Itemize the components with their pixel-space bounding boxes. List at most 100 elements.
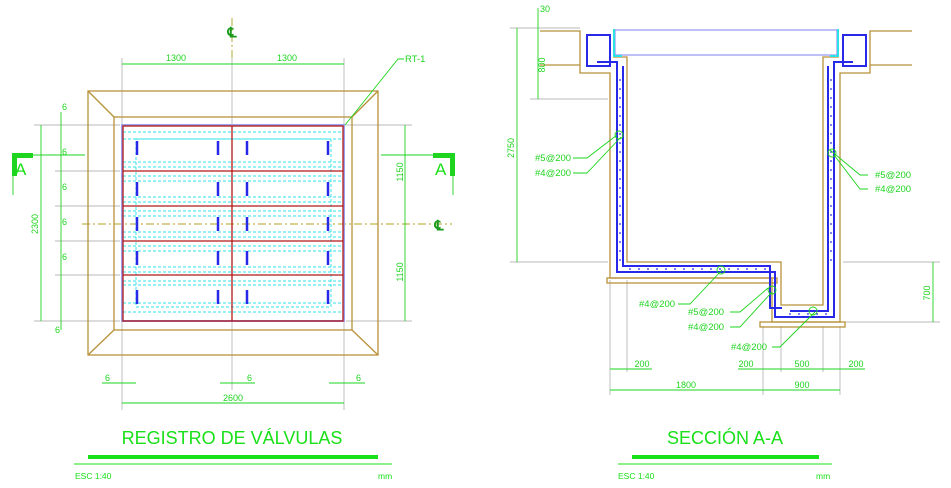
rebar-dot <box>619 142 621 144</box>
concrete-section <box>540 30 912 328</box>
rebar-dot <box>619 160 621 162</box>
dim-2300: 2300 <box>30 214 40 234</box>
rebar <box>586 34 867 318</box>
dim-1800: 1800 <box>676 380 696 390</box>
rebar-dot <box>619 232 621 234</box>
section-marker-left: A <box>12 153 85 195</box>
rebar-dot <box>798 313 800 315</box>
plan-view: 1300 1300 6 6 6 2600 2300 6 6 6 6 6 6 11… <box>12 18 455 481</box>
section-mark-a: A <box>435 160 447 179</box>
rebar-callouts: #5@200 #4@200 #5@200 #4@200 #4@200 #5@20… <box>535 130 911 353</box>
centerline-symbol: ℄ <box>434 217 445 233</box>
rebar-dot <box>764 268 766 270</box>
rebar-dot <box>619 79 621 81</box>
rebar-dot <box>619 250 621 252</box>
tag-label: RT-1 <box>405 54 425 65</box>
grate-lid <box>613 29 839 57</box>
rebar-dot <box>619 241 621 243</box>
rebar-dot <box>789 313 791 315</box>
rebar-dot <box>830 259 832 261</box>
rebar-label: #5@200 <box>875 170 911 181</box>
rebar-dot <box>807 313 809 315</box>
title-underline <box>632 455 819 459</box>
rebar-dot <box>619 124 621 126</box>
dimension-bottom: 6 6 6 2600 <box>102 373 365 404</box>
dimension-bottom: 200 200 500 200 1800 900 <box>610 359 865 391</box>
rebar-dot <box>830 169 832 171</box>
dim-6: 6 <box>62 102 67 112</box>
tag-rt1: RT-1 <box>344 54 425 126</box>
dim-700: 700 <box>922 285 932 300</box>
dim-800: 800 <box>537 57 547 72</box>
rebar-dot <box>619 178 621 180</box>
rebar-dot <box>830 187 832 189</box>
dim-1300-right: 1300 <box>277 53 297 63</box>
dim-2750: 2750 <box>506 138 516 158</box>
rebar-dot <box>830 88 832 90</box>
rebar-dot <box>683 268 685 270</box>
dim-6: 6 <box>356 373 361 383</box>
dim-30: 30 <box>540 4 550 14</box>
rebar-dot <box>830 232 832 234</box>
rebar-label: #4@200 <box>639 299 675 310</box>
extension-lines <box>34 58 412 410</box>
rebar-dot <box>728 268 730 270</box>
rebar-dot <box>619 205 621 207</box>
dimension-right: 700 <box>922 262 934 322</box>
rebar-dot <box>719 268 721 270</box>
dim-6: 6 <box>62 182 67 192</box>
dimension-right: 1150 1150 <box>395 125 406 321</box>
grate-bar-outline <box>135 138 332 308</box>
section-units: mm <box>816 471 830 481</box>
level-lines <box>510 27 940 395</box>
rebar-dot <box>710 268 712 270</box>
rebar-dot <box>830 160 832 162</box>
rebar-dot <box>619 106 621 108</box>
dim-6: 6 <box>62 252 67 262</box>
rebar-dot <box>830 79 832 81</box>
rebar-label: #4@200 <box>731 342 767 353</box>
dim-6: 6 <box>105 373 110 383</box>
rebar-dot <box>830 223 832 225</box>
dim-6: 6 <box>55 325 60 335</box>
rebar-dot <box>755 268 757 270</box>
rebar-dot <box>830 115 832 117</box>
dim-6: 6 <box>247 373 252 383</box>
rebar-dot <box>619 196 621 198</box>
dim-200: 200 <box>634 359 649 369</box>
dim-2600: 2600 <box>223 393 243 403</box>
rebar-dot <box>830 133 832 135</box>
rebar-dot <box>647 268 649 270</box>
rebar-dot <box>746 268 748 270</box>
rebar-dot <box>619 187 621 189</box>
rebar-dot <box>619 133 621 135</box>
rebar-dot <box>830 124 832 126</box>
rebar-dot <box>619 223 621 225</box>
rebar-dot <box>830 106 832 108</box>
dimension-left: 30 800 2750 <box>506 4 550 262</box>
rebar-dot <box>830 241 832 243</box>
rebar-dot <box>830 205 832 207</box>
dim-200: 200 <box>848 359 863 369</box>
rebar-dot <box>656 268 658 270</box>
dim-6: 6 <box>62 147 67 157</box>
centerline-symbol: ℄ <box>227 24 238 40</box>
rebar-label: #5@200 <box>535 153 571 164</box>
rebar-label: #4@200 <box>875 184 911 195</box>
section-mark-a: A <box>15 160 27 179</box>
rebar-dot <box>830 196 832 198</box>
dim-1150-bottom: 1150 <box>395 262 405 281</box>
section-marker-right: A <box>381 153 455 195</box>
rebar-dot <box>692 268 694 270</box>
grate <box>121 124 345 322</box>
plan-scale: ESC 1:40 <box>75 471 112 481</box>
rebar-dot <box>619 259 621 261</box>
rebar-label: #5@200 <box>688 307 724 318</box>
title-underline <box>88 455 378 459</box>
dim-200: 200 <box>738 359 753 369</box>
rebar-dot <box>701 268 703 270</box>
rebar-dot <box>830 178 832 180</box>
rebar-dot <box>737 268 739 270</box>
dim-6: 6 <box>62 217 67 227</box>
